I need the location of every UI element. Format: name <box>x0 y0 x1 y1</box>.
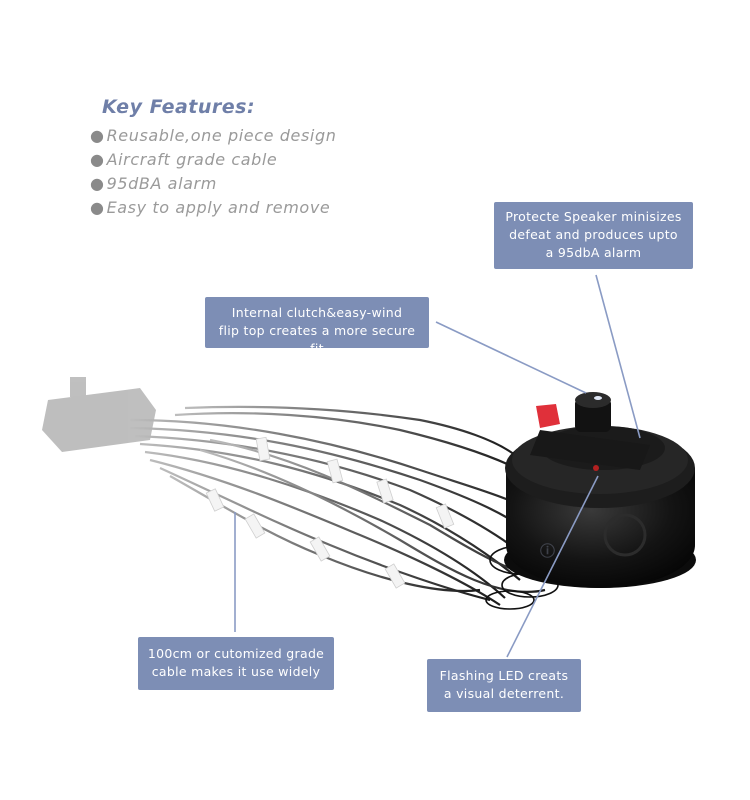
watermark: ⓘ <box>540 542 556 560</box>
bullet-icon: ● <box>90 174 105 193</box>
feature-list: ●Reusable,one piece design ●Aircraft gra… <box>90 124 336 220</box>
alarm-device <box>504 392 696 588</box>
callout-led: Flashing LED creats a visual deterrent. <box>427 659 581 712</box>
cable-bundle <box>129 405 561 606</box>
bullet-icon: ● <box>90 126 105 145</box>
bullet-icon: ● <box>90 198 105 217</box>
callout-lines <box>234 274 641 658</box>
callout-speaker: Protecte Speaker minisizes defeat and pr… <box>494 202 693 269</box>
feature-item: ●Aircraft grade cable <box>90 150 278 169</box>
callout-cable: 100cm or cutomized grade cable makes it … <box>138 637 334 690</box>
key-features: Key Features: ●Reusable,one piece design… <box>90 96 336 220</box>
callout-clutch: Internal clutch&easy-wind flip top creat… <box>205 297 429 356</box>
key-features-title: Key Features: <box>102 96 256 118</box>
feature-item: ●95dBA alarm <box>90 174 217 193</box>
feature-item: ●Easy to apply and remove <box>90 198 331 217</box>
bullet-icon: ● <box>90 150 105 169</box>
cable-end-clip <box>42 377 156 452</box>
feature-item: ●Reusable,one piece design <box>90 126 337 145</box>
